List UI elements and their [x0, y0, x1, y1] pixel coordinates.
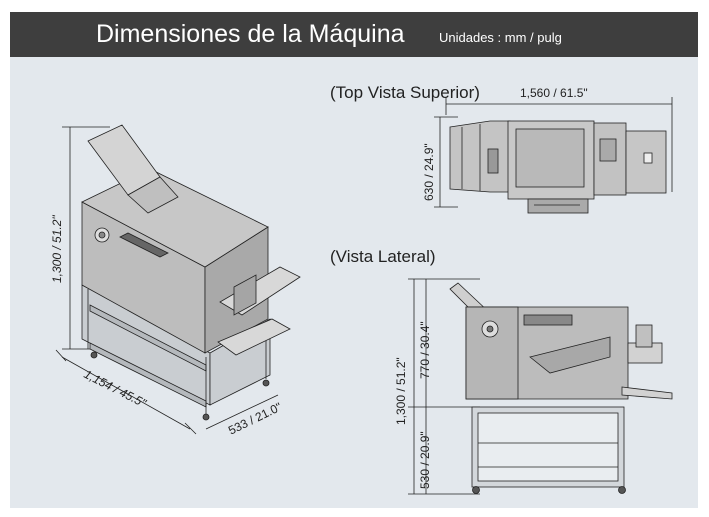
header-bar: Dimensiones de la Máquina Unidades : mm … [10, 12, 698, 57]
top-view-machine [434, 97, 673, 214]
iso-length-dimension-line [61, 356, 191, 430]
iso-depth-dimension-line [205, 394, 279, 430]
drawing-canvas [55, 97, 673, 495]
page-title: Dimensiones de la Máquina [96, 20, 405, 48]
top-depth-label: 630 / 24.9" [422, 143, 436, 201]
side-total-height-label: 1,300 / 51.2" [394, 357, 408, 425]
iso-height-label: 1,300 / 51.2" [50, 215, 64, 283]
top-width-label: 1,560 / 61.5" [520, 86, 588, 100]
side-view-machine [408, 278, 673, 495]
drawing-panel: 1,300 / 51.2" 1,154 / 45.5" 533 / 21.0" … [10, 57, 698, 508]
side-base-height-label: 530 / 20.9" [418, 431, 432, 489]
top-view-label: (Top Vista Superior) [330, 83, 480, 102]
side-upper-height-label: 770 / 30.4" [418, 321, 432, 379]
side-view-label: (Vista Lateral) [330, 247, 436, 266]
isometric-machine [55, 124, 301, 435]
units-label: Unidades : mm / pulg [439, 30, 562, 45]
